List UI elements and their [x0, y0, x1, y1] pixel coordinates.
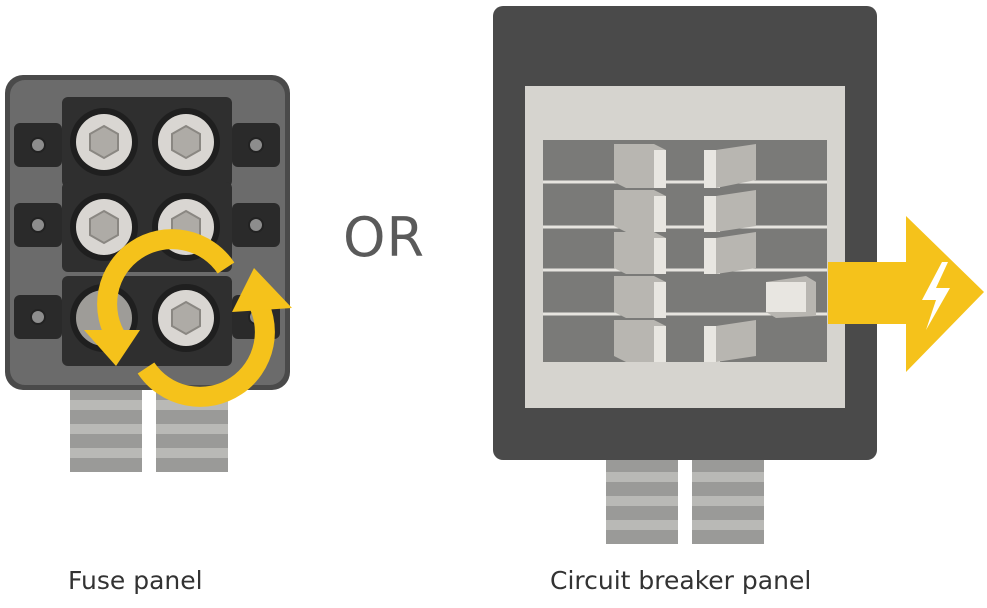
breaker-switch — [704, 190, 756, 232]
breaker-switches-right — [704, 144, 816, 362]
lightning-bolt-icon — [922, 262, 950, 330]
breaker-bus-area — [543, 140, 827, 362]
fuse-cap — [70, 193, 138, 261]
breaker-switches-left — [614, 144, 666, 362]
fuse-panel — [5, 75, 292, 472]
breaker-switch-tripped — [766, 276, 816, 318]
breaker-switch — [704, 320, 756, 362]
breaker-switch — [614, 190, 666, 232]
fuse-cap — [70, 108, 138, 176]
or-connector-label: OR — [343, 206, 426, 269]
breaker-panel-cables — [606, 458, 764, 544]
fuse-cap — [152, 108, 220, 176]
refresh-arrowheads — [84, 268, 292, 366]
breaker-switch — [704, 144, 756, 188]
power-arrow-icon — [828, 216, 984, 372]
refresh-arrows-icon — [97, 229, 275, 407]
fuse-cap-highlighted — [152, 284, 220, 352]
breaker-panel — [493, 6, 984, 544]
breaker-switch — [704, 232, 756, 274]
breaker-switch — [614, 144, 666, 188]
fuse-panel-caption: Fuse panel — [68, 566, 203, 595]
breaker-switch — [614, 276, 666, 318]
breaker-switch — [614, 232, 666, 274]
breaker-switch — [614, 320, 666, 362]
breaker-panel-caption: Circuit breaker panel — [550, 566, 812, 595]
